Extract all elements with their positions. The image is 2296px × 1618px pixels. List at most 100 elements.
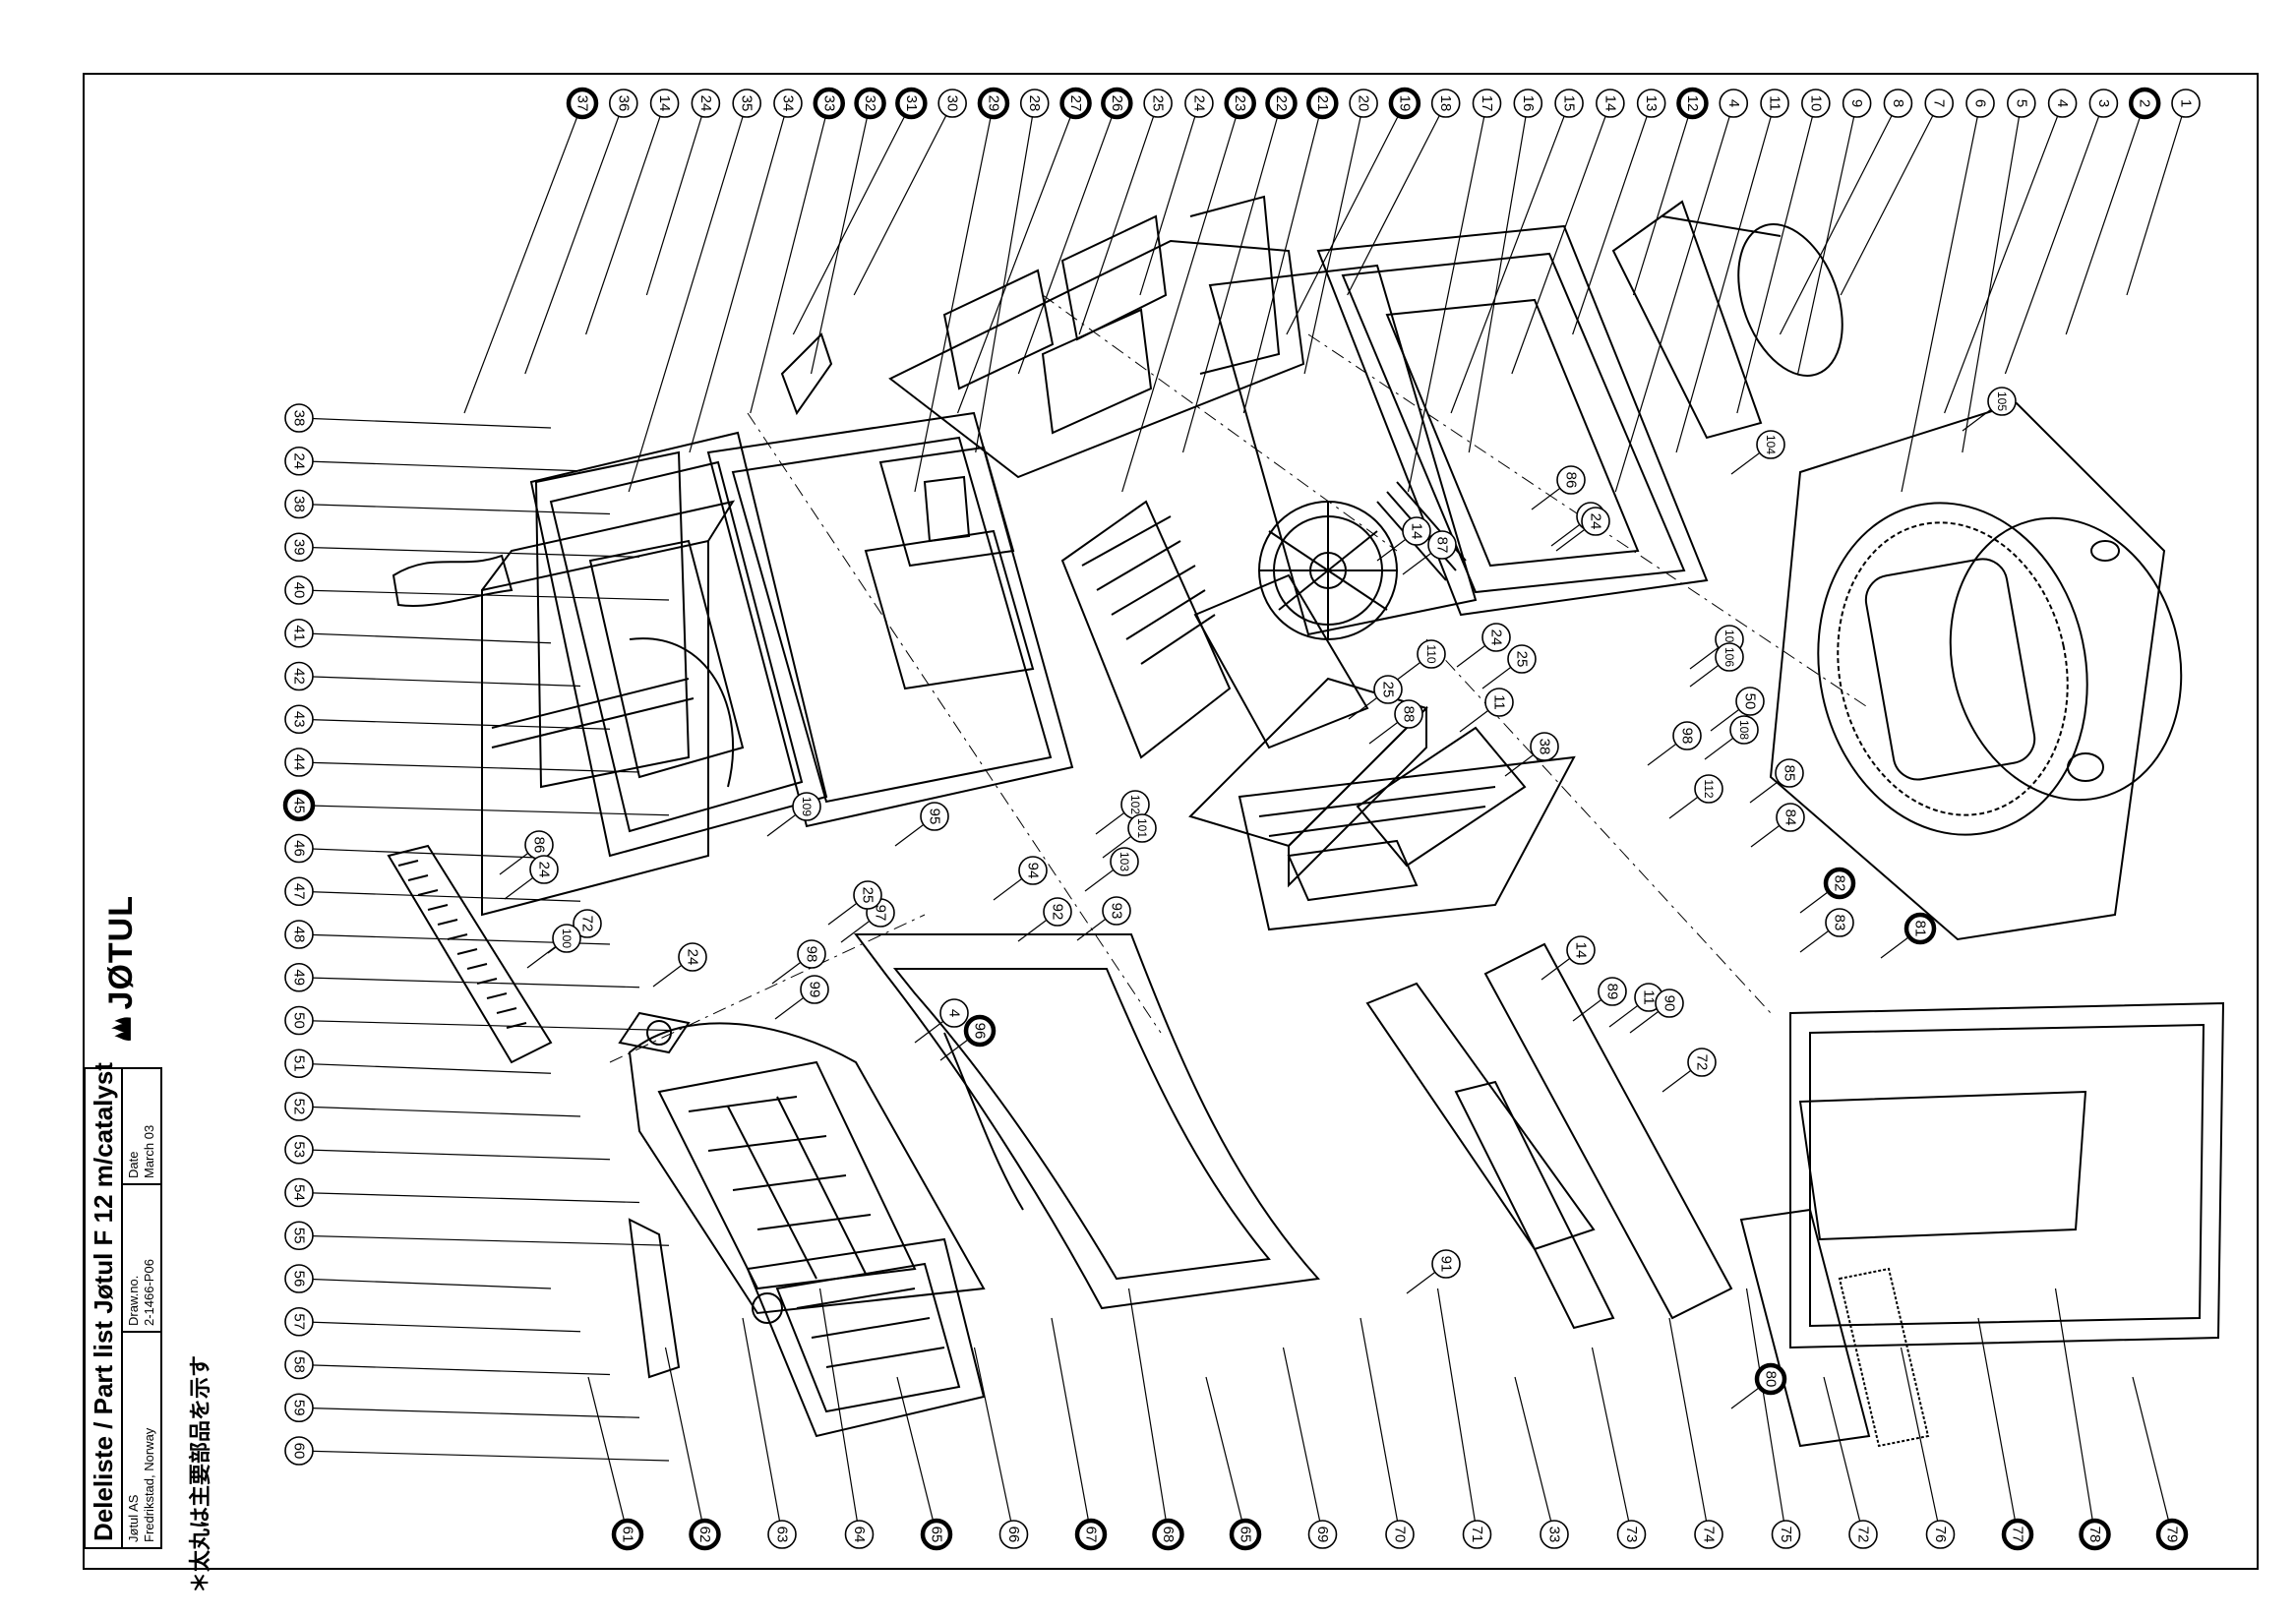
- leader-line: [1745, 1288, 1787, 1535]
- callout-circle: [767, 1520, 797, 1549]
- callout-number: 80: [1763, 1371, 1780, 1388]
- callout-circle: [1776, 803, 1805, 832]
- callout-interior-31: 95: [920, 802, 949, 831]
- callout-circle: [1883, 89, 1913, 118]
- leader-line: [973, 1347, 1015, 1535]
- callout-circle: [773, 89, 803, 118]
- callout-circle: [1101, 87, 1133, 120]
- callout-circle: [1687, 1048, 1717, 1077]
- callout-number: 97: [873, 905, 889, 922]
- callout-number: 37: [574, 95, 591, 112]
- leader-line: [1181, 102, 1283, 453]
- callout-bottom-6: 67: [1074, 1518, 1108, 1551]
- callout-number: 24: [697, 95, 714, 112]
- leader-lines: [298, 102, 2187, 1535]
- callout-top-11: 4: [1719, 89, 1749, 118]
- callout-left-20: 56: [284, 1264, 314, 1293]
- callout-interior-38: 100: [552, 924, 581, 953]
- callout-circle: [1924, 89, 1955, 118]
- rear-plate-part: [1208, 264, 1478, 640]
- callout-bottom-8: 65: [1229, 1518, 1262, 1551]
- plinth-part: [1739, 1001, 2225, 1448]
- callout-left-16: 52: [284, 1092, 314, 1121]
- callout-interior-28: 93: [1102, 896, 1131, 926]
- callout-circle: [1801, 89, 1831, 118]
- callout-interior-33: 25: [853, 880, 882, 910]
- callout-circle: [1771, 1520, 1801, 1549]
- callout-top-21: 21: [1306, 87, 1339, 120]
- callout-number: 86: [531, 837, 548, 854]
- callout-number: 1: [2178, 99, 2195, 107]
- leader-line: [1514, 1376, 1555, 1535]
- callout-number: 31: [903, 95, 920, 112]
- callout-number: 68: [1160, 1527, 1177, 1543]
- callout-top-37: 14: [649, 89, 680, 118]
- callout-number: 61: [620, 1527, 636, 1543]
- callout-top-20: 20: [1349, 89, 1378, 118]
- callout-number: 102: [1128, 795, 1142, 814]
- leader-line: [298, 805, 670, 816]
- leader-line: [1051, 1317, 1092, 1535]
- leader-line: [298, 1234, 670, 1246]
- callout-number: 112: [1702, 779, 1716, 798]
- brand-name: JØTUL: [101, 895, 140, 1010]
- callout-top-35: 35: [732, 89, 761, 118]
- callout-left-10: 46: [284, 833, 314, 864]
- callout-top-3: 4: [2047, 89, 2078, 118]
- leader-line: [1840, 102, 1940, 296]
- leader-line: [914, 102, 995, 493]
- callout-circle: [284, 1306, 314, 1337]
- leader-line: [298, 1149, 611, 1161]
- leader-line: [585, 102, 666, 335]
- callout-top-10: 11: [1760, 89, 1789, 118]
- callout-number: 110: [1424, 644, 1438, 663]
- callout-bottom-1: 62: [689, 1518, 721, 1551]
- callout-interior-48: 96: [963, 1014, 997, 1048]
- callout-number: 45: [291, 797, 308, 813]
- callout-top-8: 9: [1842, 89, 1872, 118]
- callout-bottom-11: 71: [1462, 1520, 1492, 1549]
- callout-number: 11: [1641, 989, 1658, 1005]
- callout-number: 40: [291, 582, 308, 599]
- flame-logo-icon: [111, 1017, 131, 1041]
- leader-line: [298, 632, 552, 644]
- callout-interior-25: 102: [1120, 790, 1150, 819]
- callout-circle: [1059, 87, 1092, 120]
- leader-line: [1282, 1347, 1324, 1535]
- callout-interior-43: 14: [1566, 935, 1596, 965]
- callout-interior-18: 110: [1417, 639, 1446, 669]
- callout-interior-16: 81: [1903, 912, 1937, 945]
- callout-number: 89: [1604, 984, 1621, 1000]
- leader-line: [298, 546, 640, 558]
- callout-number: 83: [1832, 915, 1848, 931]
- callout-circle: [1616, 1520, 1647, 1549]
- callout-circle: [854, 87, 886, 120]
- leader-line: [298, 1019, 670, 1032]
- callout-interior-36: 24: [529, 855, 559, 884]
- callout-circle: [552, 924, 581, 953]
- callout-circle: [1694, 774, 1723, 804]
- callout-circle: [1598, 977, 1627, 1006]
- leader-line: [1632, 102, 1694, 296]
- callout-circle: [1676, 87, 1709, 120]
- callout-bottom-13: 73: [1616, 1520, 1647, 1549]
- callout-number: 70: [1392, 1527, 1409, 1543]
- callout-circle: [2128, 87, 2161, 120]
- title-block-drawing-cell: Draw.no. 2-1466-P06: [123, 1183, 162, 1331]
- callout-number: 109: [800, 797, 814, 816]
- callout-circle: [2155, 1518, 2189, 1551]
- callout-interior-17: 83: [1825, 908, 1854, 937]
- leader-line: [1977, 1317, 2019, 1535]
- callout-number: 34: [779, 95, 796, 112]
- callout-number: 24: [536, 862, 553, 878]
- top-plate-part: [1769, 401, 2166, 941]
- leader-line: [1205, 1376, 1246, 1535]
- callout-circle: [1306, 87, 1339, 120]
- callout-circle: [1756, 430, 1785, 459]
- callout-circle: [284, 1005, 314, 1036]
- callout-number: 98: [804, 946, 820, 963]
- leader-line: [750, 102, 830, 414]
- callout-number: 52: [291, 1099, 308, 1115]
- leader-line: [587, 1376, 629, 1535]
- callout-interior-23: 88: [1394, 699, 1423, 729]
